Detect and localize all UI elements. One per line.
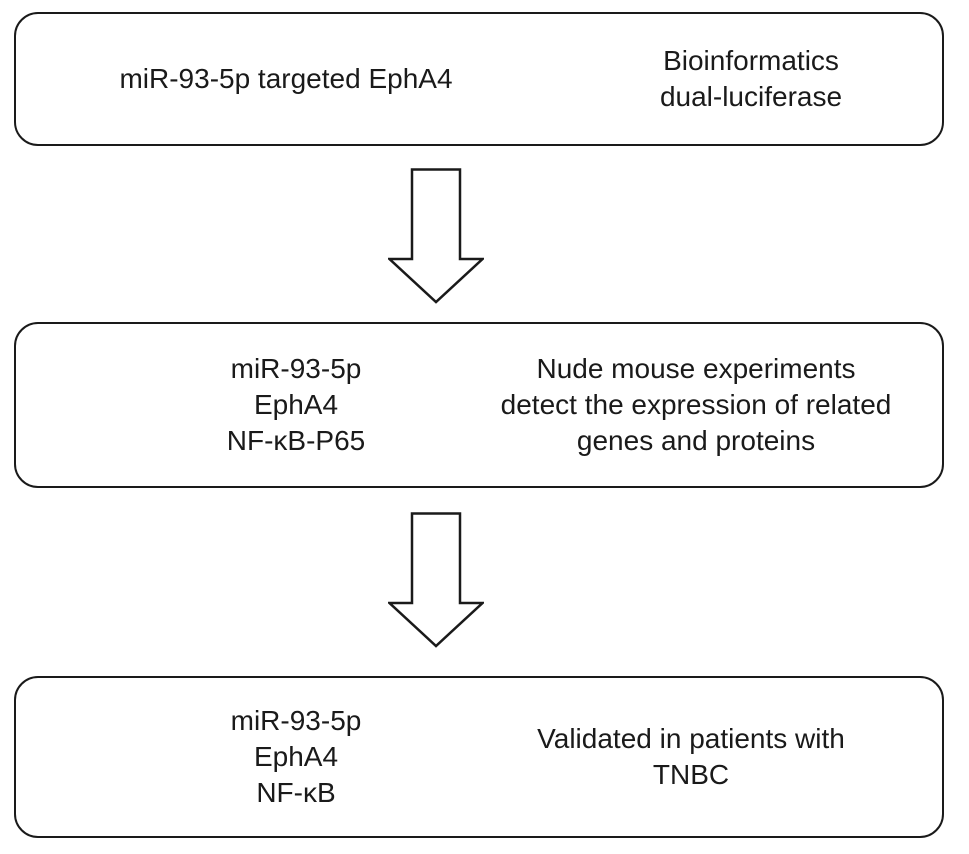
step-1-target-line: miR-93-5p targeted EphA4 [119,63,453,94]
step-2-targets: miR-93-5p EphA4 NF-κB-P65 [146,324,446,486]
down-arrow-icon [388,168,484,304]
step-3-target-line: NF-κB [256,777,336,808]
step-2-target-line: NF-κB-P65 [226,425,366,456]
flow-step-2: miR-93-5p EphA4 NF-κB-P65 Nude mouse exp… [14,322,944,488]
step-1-methods: Bioinformatics dual-luciferase [576,14,926,144]
flow-step-3: miR-93-5p EphA4 NF-κB Validated in patie… [14,676,944,838]
step-2-target-line: miR-93-5p [230,353,362,384]
step-2-methods: Nude mouse experiments detect the expres… [456,324,936,486]
step-2-method-line: Nude mouse experiments [536,353,856,384]
step-3-target-line: miR-93-5p [230,705,362,736]
step-1-method-line: dual-luciferase [659,81,843,112]
step-2-method-line: genes and proteins [576,425,816,456]
flow-step-1: miR-93-5p targeted EphA4 Bioinformatics … [14,12,944,146]
step-3-method-line: Validated in patients with [537,723,845,754]
step-3-methods: Validated in patients with TNBC [466,678,916,836]
step-2-method-line: detect the expression of related [500,389,892,420]
step-3-target-line: EphA4 [253,741,339,772]
down-arrow-icon [388,512,484,648]
step-3-targets: miR-93-5p EphA4 NF-κB [146,678,446,836]
step-2-target-line: EphA4 [253,389,339,420]
step-3-method-line: TNBC [652,759,730,790]
step-1-method-line: Bioinformatics [663,45,839,76]
step-1-targets: miR-93-5p targeted EphA4 [56,14,516,144]
